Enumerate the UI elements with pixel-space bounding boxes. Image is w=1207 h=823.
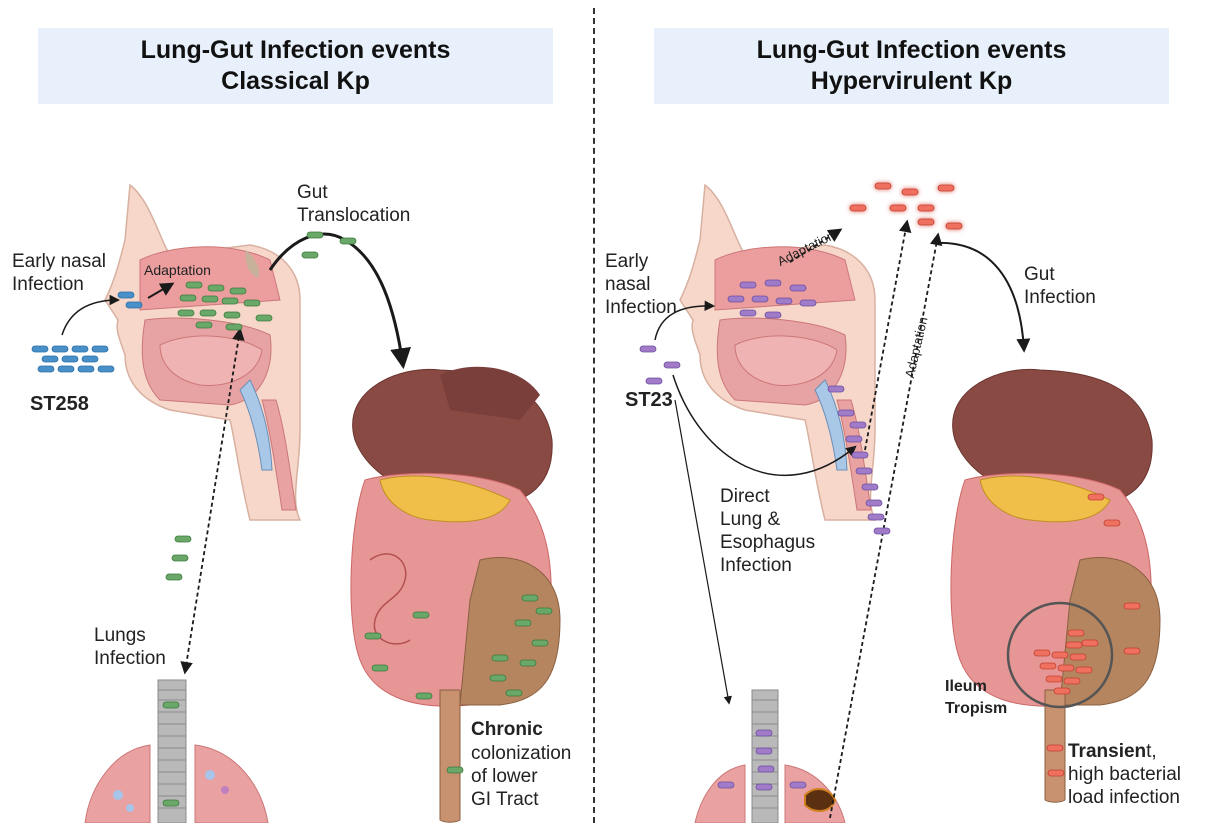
right-label-transient: Transient, high bacterial load infection [1068, 717, 1181, 809]
hypervirulent-red-bacteria [850, 183, 962, 229]
right-label-gut-infection: Gut Infection [1024, 263, 1096, 309]
right-label-direct-infection: Direct Lung & Esophagus Infection [720, 485, 815, 577]
left-label-adaptation: Adaptation [144, 262, 211, 278]
right-label-ileum-tropism: Ileum Tropism [945, 676, 1007, 720]
left-head-illustration [105, 185, 300, 520]
left-label-early-nasal: Early nasal Infection [12, 250, 106, 296]
right-label-early-nasal: Early nasal Infection [605, 250, 677, 319]
left-label-chronic-rest: colonization of lower GI Tract [471, 742, 571, 811]
left-label-strain: ST258 [30, 393, 89, 416]
right-lungs-illustration [695, 690, 845, 823]
right-head-illustration [680, 185, 875, 520]
right-label-transient-bold: Transien [1068, 741, 1146, 762]
left-label-gut-translocation: Gut Translocation [297, 181, 410, 227]
right-label-strain: ST23 [625, 389, 673, 412]
left-label-chronic-bold: Chronic [471, 718, 543, 741]
left-label-lungs-infection: Lungs Infection [94, 624, 166, 670]
